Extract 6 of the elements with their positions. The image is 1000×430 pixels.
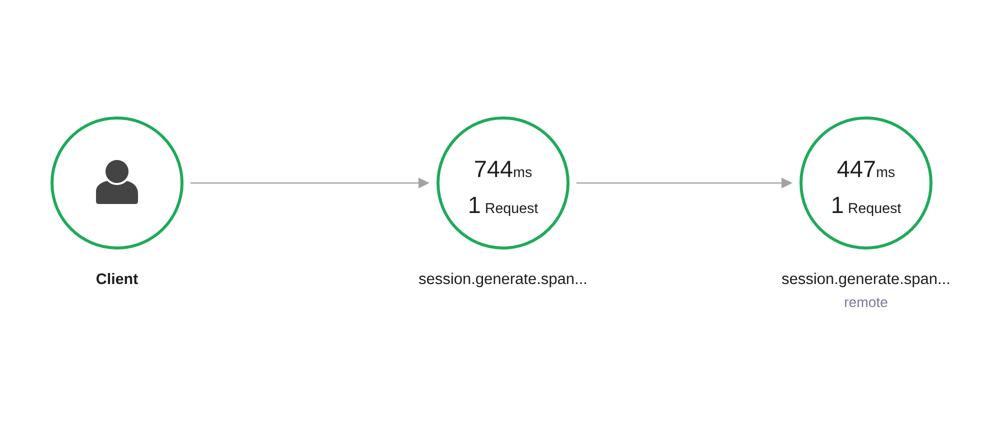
service-node: 744ms 1 Request [436, 116, 570, 250]
service-node: 447ms 1 Request [800, 116, 932, 250]
node-label: Client [96, 272, 138, 284]
node-label: session.generate.span... [419, 272, 586, 288]
node-type-label: remote [845, 298, 888, 308]
node-label: session.generate.span... [782, 272, 949, 288]
